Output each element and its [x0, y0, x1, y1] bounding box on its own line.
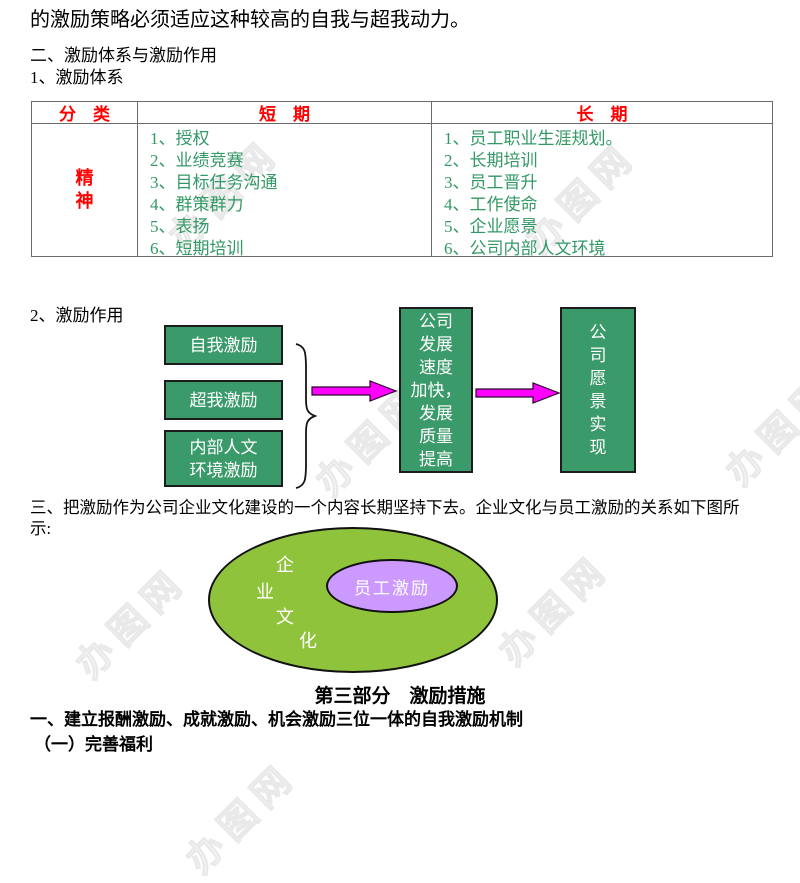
table-header-category: 分 类: [32, 102, 138, 124]
flow-box-self-motivation: 自我激励: [164, 325, 283, 365]
long-term-list: 1、员工职业生涯规划。 2、长期培训 3、员工晋升 4、工作使命 5、企业愿景 …: [444, 129, 623, 258]
section3-paragraph: 三、把激励作为公司企业文化建设的一个内容长期坚持下去。企业文化与员工激励的关系如…: [30, 498, 740, 538]
employee-incentive-ellipse: 员工激励: [326, 559, 458, 613]
flow-box-humanistic-environment: 内部人文 环境激励: [164, 430, 283, 487]
arrow-right-icon: [311, 380, 398, 402]
flow-box-company-development: 公司 发展 速度 加快， 发展 质量 提高: [399, 307, 473, 473]
part3-title: 第三部分 激励措施: [314, 686, 486, 707]
outer-label-char: 业: [256, 582, 274, 602]
incentive-system-table: 分 类 短 期 长 期 精 神 1、授权 2、业绩竞赛 3、目标任务沟通 4、群…: [31, 101, 773, 258]
intro-text: 的激励策略必须适应这种较高的自我与超我动力。: [30, 9, 470, 31]
subsection2-heading: 2、激励作用: [30, 306, 124, 325]
curly-brace: [295, 343, 318, 489]
outer-label-char: 文: [276, 607, 294, 627]
part3-item2: （一）完善福利: [34, 735, 153, 754]
table-header-short-term: 短 期: [138, 102, 432, 124]
table-body-row: 精 神 1、授权 2、业绩竞赛 3、目标任务沟通 4、群策群力 5、表扬 6、短…: [32, 124, 772, 258]
subsection1-heading: 1、激励体系: [30, 68, 124, 87]
outer-label-char: 化: [299, 631, 317, 651]
arrow-right-icon: [475, 382, 561, 404]
short-term-list: 1、授权 2、业绩竞赛 3、目标任务沟通 4、群策群力 5、表扬 6、短期培训: [138, 124, 432, 258]
section2-heading: 二、激励体系与激励作用: [30, 46, 217, 65]
part3-item1: 一、建立报酬激励、成就激励、机会激励三位一体的自我激励机制: [30, 710, 523, 729]
flow-box-vision-realized: 公 司 愿 景 实 现: [560, 307, 636, 473]
table-header-row: 分 类 短 期 长 期: [32, 102, 772, 124]
outer-label-char: 企: [276, 555, 294, 575]
category-cell-spirit: 精 神: [32, 124, 138, 256]
flow-box-superego-motivation: 超我激励: [164, 380, 283, 420]
table-header-long-term: 长 期: [576, 105, 628, 124]
